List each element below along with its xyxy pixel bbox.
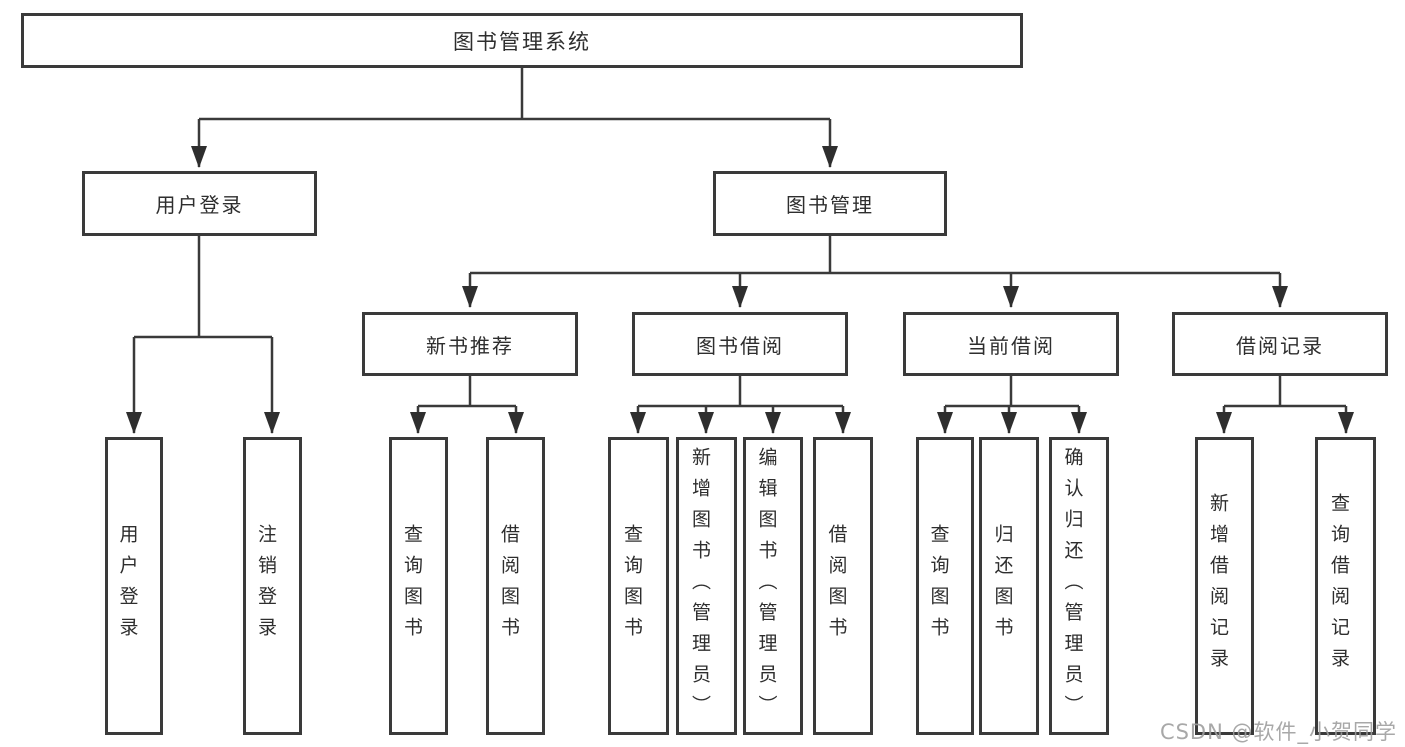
- node-label: 图书管理系统: [453, 29, 591, 54]
- node-label: 新增借阅记录: [1207, 493, 1229, 679]
- node-label: 借阅记录: [1236, 333, 1324, 358]
- node-book-management: 图书管理: [713, 171, 947, 236]
- node-label: 用户登录: [155, 193, 244, 217]
- node-label: 注销登录: [255, 524, 277, 648]
- node-label: 编辑图书（管理员）: [755, 446, 778, 726]
- leaf-query-books-borrow: 查询图书: [608, 437, 669, 735]
- node-label: 查询借阅记录: [1328, 493, 1350, 679]
- leaf-logout: 注销登录: [243, 437, 302, 735]
- node-label: 借阅图书: [498, 524, 520, 648]
- node-label: 图书管理: [786, 193, 874, 217]
- node-borrowing-records: 借阅记录: [1172, 312, 1388, 376]
- node-label: 查询图书: [401, 524, 423, 648]
- leaf-query-books-recommend: 查询图书: [389, 437, 448, 735]
- csdn-watermark: CSDN @软件_小贺同学: [1159, 720, 1397, 744]
- leaf-confirm-return-admin: 确认归还（管理员）: [1049, 437, 1109, 735]
- node-label: 新增图书（管理员）: [689, 446, 711, 726]
- node-label: 用户登录: [116, 524, 139, 648]
- node-user-login: 用户登录: [82, 171, 317, 236]
- leaf-edit-books-admin: 编辑图书（管理员）: [743, 437, 803, 735]
- leaf-borrow-books: 借阅图书: [813, 437, 873, 735]
- node-label: 查询图书: [927, 524, 950, 648]
- node-book-borrowing: 图书借阅: [632, 312, 848, 376]
- leaf-add-books-admin: 新增图书（管理员）: [676, 437, 737, 735]
- node-label: 当前借阅: [967, 333, 1055, 358]
- leaf-query-borrow-record: 查询借阅记录: [1315, 437, 1376, 735]
- node-label: 新书推荐: [426, 333, 514, 358]
- node-label: 确认归还（管理员）: [1061, 446, 1084, 726]
- node-library-management-system: 图书管理系统: [21, 13, 1023, 68]
- leaf-return-books: 归还图书: [979, 437, 1039, 735]
- leaf-borrow-books-recommend: 借阅图书: [486, 437, 545, 735]
- leaf-add-borrow-record: 新增借阅记录: [1195, 437, 1254, 735]
- node-current-borrowing: 当前借阅: [903, 312, 1119, 376]
- node-new-book-recommend: 新书推荐: [362, 312, 578, 376]
- node-label: 查询图书: [621, 524, 643, 648]
- node-label: 借阅图书: [825, 524, 848, 648]
- leaf-query-books-current: 查询图书: [916, 437, 974, 735]
- node-label: 图书借阅: [696, 333, 784, 358]
- leaf-user-login: 用户登录: [105, 437, 163, 735]
- node-label: 归还图书: [991, 524, 1014, 648]
